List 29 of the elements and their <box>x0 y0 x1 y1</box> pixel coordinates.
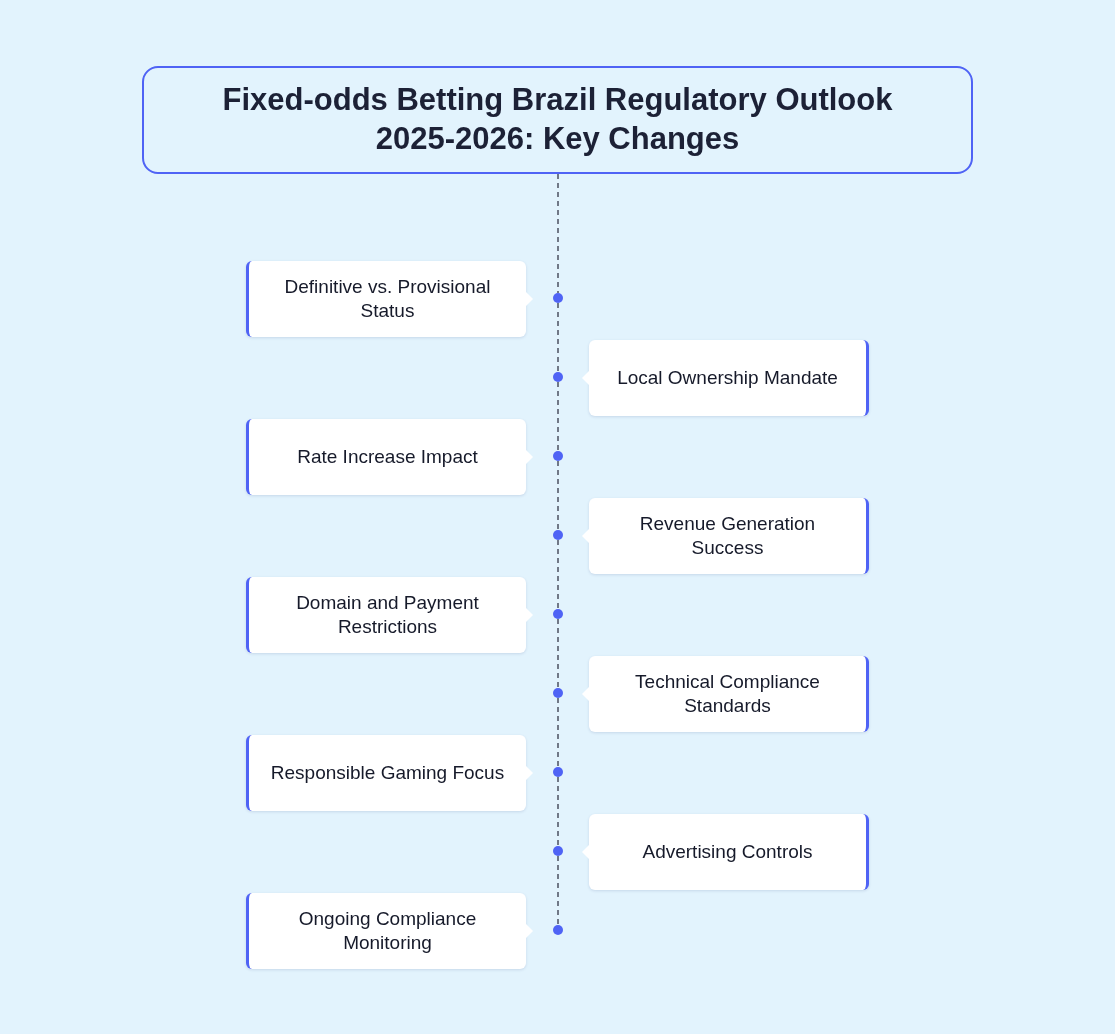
card-label: Definitive vs. Provisional Status <box>283 274 492 323</box>
card-label: Technical Compliance Standards <box>634 669 821 718</box>
card-label: Advertising Controls <box>642 839 813 864</box>
timeline-dot <box>553 767 563 777</box>
timeline-dot <box>553 925 563 935</box>
timeline-dot <box>553 846 563 856</box>
title-text: Fixed-odds Betting Brazil Regulatory Outlook 2025-2026: Key Changes <box>221 81 894 158</box>
card-label: Rate Increase Impact <box>297 444 478 469</box>
timeline-dot <box>553 451 563 461</box>
card-label: Responsible Gaming Focus <box>270 760 505 785</box>
card-label: Local Ownership Mandate <box>617 365 838 390</box>
dashed-connector <box>557 173 559 294</box>
timeline-dot <box>553 530 563 540</box>
dashed-connector <box>557 855 559 926</box>
dashed-connector <box>557 460 559 531</box>
timeline-dot <box>553 372 563 382</box>
card-label: Ongoing Compliance Monitoring <box>297 906 478 955</box>
dashed-connector <box>557 381 559 452</box>
timeline-dot <box>553 293 563 303</box>
card-label: Domain and Payment Restrictions <box>295 590 480 639</box>
timeline-dot <box>553 688 563 698</box>
card-label: Revenue Generation Success <box>638 511 817 560</box>
title-box <box>142 66 973 174</box>
dashed-connector <box>557 302 559 373</box>
dashed-connector <box>557 697 559 768</box>
timeline-dot <box>553 609 563 619</box>
dashed-connector <box>557 776 559 847</box>
dashed-connector <box>557 539 559 610</box>
dashed-connector <box>557 618 559 689</box>
